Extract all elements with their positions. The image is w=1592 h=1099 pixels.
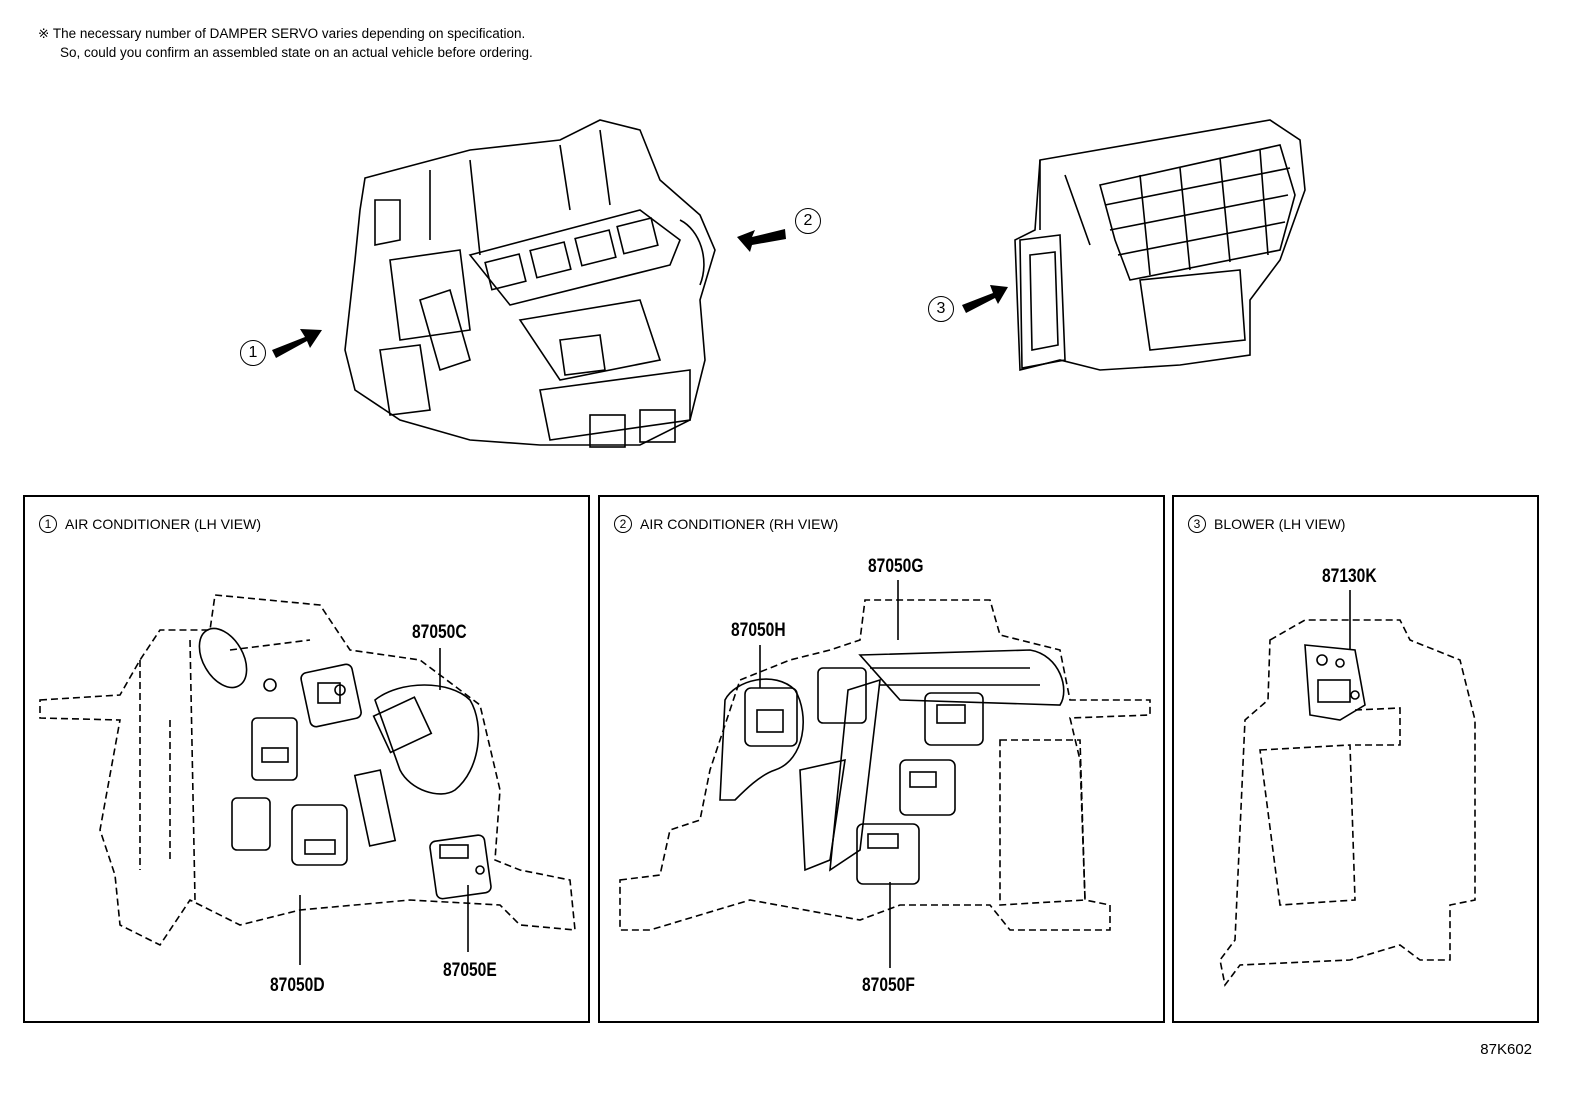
panel-3-title: 3 BLOWER (LH VIEW) xyxy=(1188,515,1345,533)
panel-3-number: 3 xyxy=(1188,515,1206,533)
panel-2-label: AIR CONDITIONER (RH VIEW) xyxy=(640,516,839,532)
panel-1-label: AIR CONDITIONER (LH VIEW) xyxy=(65,516,262,532)
part-87130K[interactable]: 87130K xyxy=(1322,566,1377,587)
panel-2-number: 2 xyxy=(614,515,632,533)
panel-2-drawing xyxy=(619,599,1151,931)
part-87050F[interactable]: 87050F xyxy=(862,975,915,996)
panel-1-drawing xyxy=(39,594,576,947)
part-87050E[interactable]: 87050E xyxy=(443,960,497,981)
arrow-1-icon xyxy=(272,329,322,358)
specification-note: ※ The necessary number of DAMPER SERVO v… xyxy=(38,24,533,62)
note-line-1: ※ The necessary number of DAMPER SERVO v… xyxy=(38,26,526,41)
panel-3-drawing xyxy=(1219,619,1476,987)
arrow-2-icon xyxy=(737,229,786,252)
panel-rh-view: 2 AIR CONDITIONER (RH VIEW) xyxy=(598,495,1165,1023)
panel-blower-view: 3 BLOWER (LH VIEW) xyxy=(1172,495,1539,1023)
panel-3-servo xyxy=(1304,590,1366,721)
panel-2-title: 2 AIR CONDITIONER (RH VIEW) xyxy=(614,515,838,533)
callout-2: 2 xyxy=(795,208,821,234)
panel-2-servos xyxy=(719,580,1065,968)
part-87050D[interactable]: 87050D xyxy=(270,975,325,996)
arrow-3-icon xyxy=(962,285,1008,313)
blower-assembly-drawing xyxy=(1014,119,1306,372)
part-87050G[interactable]: 87050G xyxy=(868,556,924,577)
panel-3-label: BLOWER (LH VIEW) xyxy=(1214,516,1346,532)
callout-3: 3 xyxy=(928,296,954,322)
panel-1-number: 1 xyxy=(39,515,57,533)
panel-lh-view: 1 AIR CONDITIONER (LH VIEW) xyxy=(23,495,590,1023)
figure-code: 87K602 xyxy=(1480,1041,1532,1058)
view-arrows xyxy=(272,229,1008,358)
air-conditioner-assembly-drawing xyxy=(344,119,716,448)
part-87050C[interactable]: 87050C xyxy=(412,622,467,643)
callout-1: 1 xyxy=(240,340,266,366)
panel-1-servos xyxy=(198,627,492,965)
part-87050H[interactable]: 87050H xyxy=(731,620,786,641)
panel-1-title: 1 AIR CONDITIONER (LH VIEW) xyxy=(39,515,261,533)
note-line-2: So, could you confirm an assembled state… xyxy=(60,45,533,60)
